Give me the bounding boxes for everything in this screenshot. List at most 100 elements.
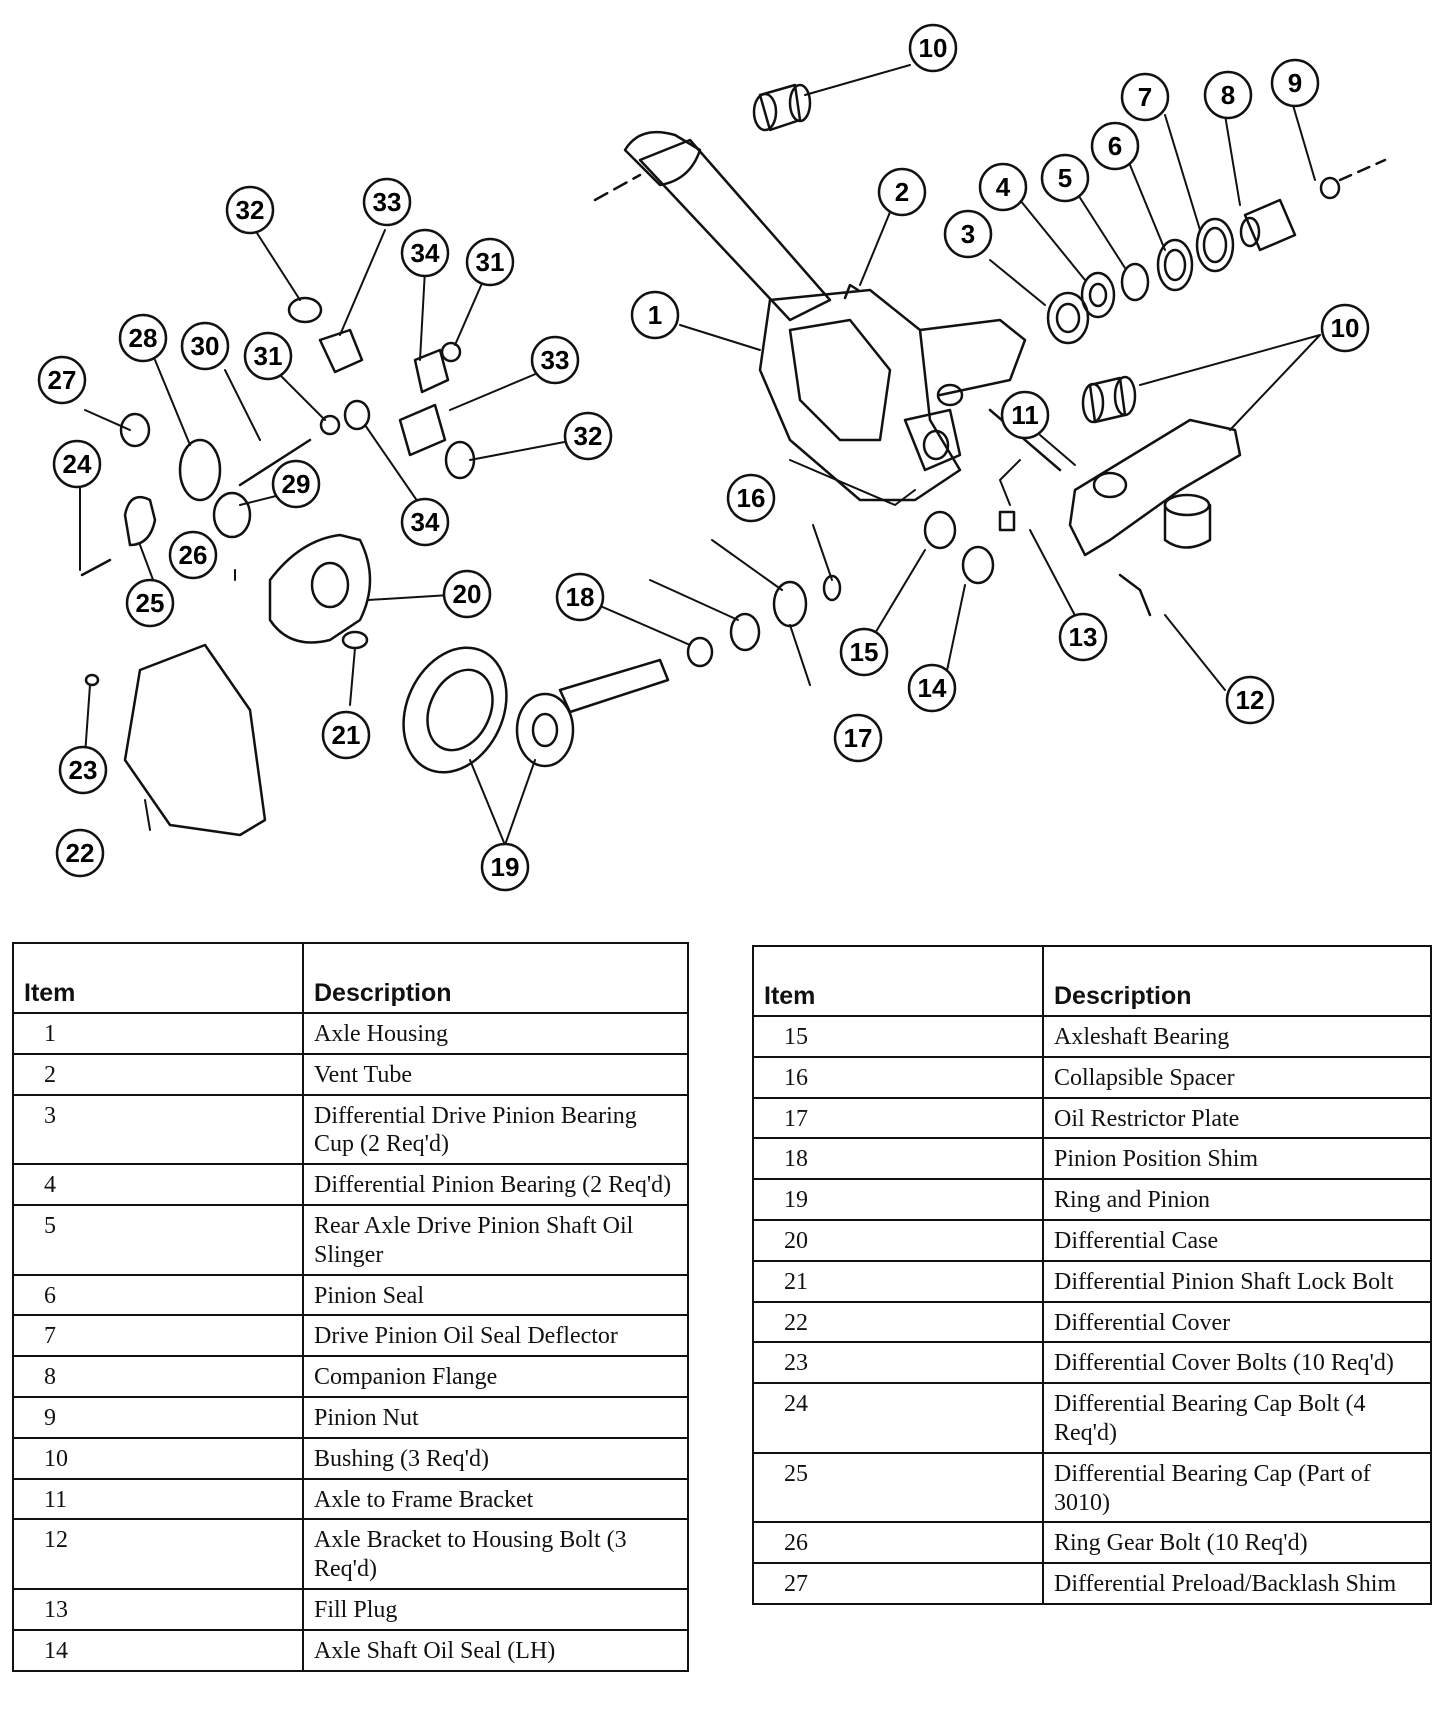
item-description: Drive Pinion Oil Seal Deflector	[302, 1314, 689, 1358]
callout-circle	[58, 745, 108, 795]
item-description: Axleshaft Bearing	[1042, 1015, 1432, 1058]
differential-cover	[123, 643, 267, 837]
callout-6: 6	[1090, 121, 1140, 171]
preload-shim	[178, 438, 222, 502]
callout-number: 1	[648, 300, 662, 330]
callout-number: 21	[332, 720, 361, 750]
item-description: Differential Cover Bolts (10 Req'd)	[1042, 1341, 1432, 1385]
callout-number: 29	[282, 469, 311, 499]
callout-number: 7	[1138, 82, 1152, 112]
bushing-top	[752, 83, 812, 132]
callout-circle	[168, 530, 218, 580]
callout-number: 14	[918, 673, 947, 703]
item-description: Differential Bearing Cap Bolt (4 Req'd)	[1042, 1382, 1432, 1454]
item-description: Collapsible Spacer	[1042, 1055, 1432, 1099]
diagram-svg: 1234567891112131415161718192021222324252…	[37, 23, 1387, 892]
collapsible-spacer	[822, 574, 842, 602]
companion-flange	[1243, 198, 1297, 252]
callout-number: 11	[1011, 400, 1039, 430]
item-column-header: Item	[12, 942, 304, 1014]
callout-circle	[555, 572, 605, 622]
item-description: Ring Gear Bolt (10 Req'd)	[1042, 1521, 1432, 1565]
item-number: 2	[12, 1052, 304, 1096]
axle-shaft-seal	[961, 545, 995, 585]
item-number: 26	[752, 1521, 1044, 1565]
item-number: 10	[12, 1436, 304, 1480]
item-description: Differential Preload/Backlash Shim	[1042, 1562, 1432, 1605]
callout-22: 22	[55, 828, 105, 878]
callout-circle	[1120, 72, 1170, 122]
description-column-header: Description	[302, 942, 689, 1014]
item-number: 24	[752, 1382, 1044, 1454]
callout-circle	[321, 710, 371, 760]
pinion-seal	[1156, 238, 1194, 292]
callout-number: 26	[179, 540, 208, 570]
bearing-cap	[123, 495, 157, 547]
bushing-bracket	[1163, 493, 1212, 549]
callout-circle	[442, 569, 492, 619]
item-description: Differential Case	[1042, 1218, 1432, 1262]
item-description: Vent Tube	[302, 1052, 689, 1096]
item-number: 17	[752, 1096, 1044, 1140]
callout-number: 33	[373, 187, 402, 217]
axle-frame-bracket	[1068, 418, 1242, 557]
pinion-bearing-cup	[1046, 291, 1090, 345]
callout-number: 19	[491, 852, 520, 882]
callout-circle	[55, 828, 105, 878]
callout-15: 15	[839, 627, 889, 677]
callout-circle	[1203, 70, 1253, 120]
callout-number: 17	[844, 723, 873, 753]
item-description: Differential Bearing Cap (Part of 3010)	[1042, 1451, 1432, 1524]
callout-circle	[630, 290, 680, 340]
bearing-cap-bolt	[80, 558, 112, 577]
pinion-nut	[1319, 176, 1341, 200]
item-number: 20	[752, 1218, 1044, 1262]
callout-circle	[908, 23, 958, 73]
pinion-shim	[686, 636, 714, 668]
item-description: Pinion Position Shim	[1042, 1137, 1432, 1181]
callout-number: 6	[1108, 131, 1122, 161]
item-column-header: Item	[752, 945, 1044, 1017]
callout-number: 12	[1236, 685, 1265, 715]
callout-23: 23	[58, 745, 108, 795]
item-description: Pinion Seal	[302, 1273, 689, 1317]
item-number: 9	[12, 1395, 304, 1439]
callout-33: 33	[530, 335, 580, 385]
fill-plug	[998, 510, 1016, 532]
callout-12: 12	[1225, 675, 1275, 725]
seal-deflector	[1195, 217, 1235, 273]
callout-17: 17	[833, 713, 883, 763]
callout-circle	[1270, 58, 1320, 108]
oil-slinger	[1120, 262, 1150, 302]
callout-circle	[243, 331, 293, 381]
cover-bolt	[84, 673, 100, 687]
callout-circle	[400, 228, 450, 278]
callout-31: 31	[465, 237, 515, 287]
item-description: Axle to Frame Bracket	[302, 1477, 689, 1521]
callout-circle	[1225, 675, 1275, 725]
callout-circle	[225, 185, 275, 235]
callout-34: 34	[400, 228, 450, 278]
callout-26: 26	[168, 530, 218, 580]
callout-31: 31	[243, 331, 293, 381]
callout-7: 7	[1120, 72, 1170, 122]
item-number: 14	[12, 1628, 304, 1672]
item-number: 15	[752, 1015, 1044, 1058]
callout-number: 5	[1058, 163, 1072, 193]
callout-14: 14	[907, 663, 957, 713]
